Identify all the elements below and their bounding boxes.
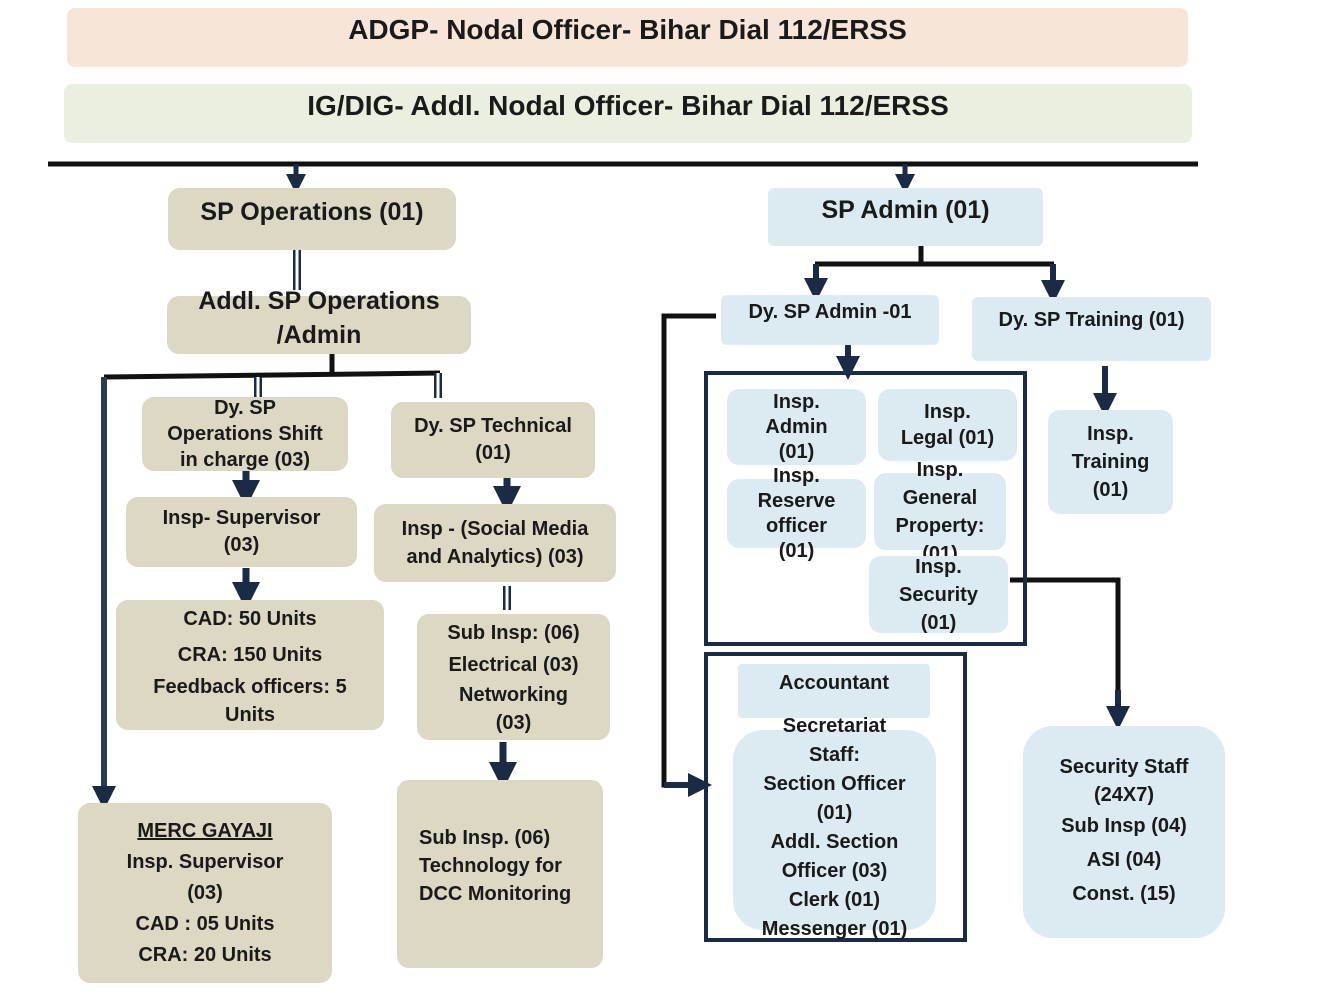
banner-adgp-text: ADGP- Nodal Officer- Bihar Dial 112/ERSS xyxy=(348,14,907,45)
banner-adgp: ADGP- Nodal Officer- Bihar Dial 112/ERSS xyxy=(67,8,1188,67)
insp-security-line2: Security xyxy=(899,583,978,606)
insp-reserve-line4: (01) xyxy=(778,539,815,562)
secretariat-line2: Staff: xyxy=(808,744,861,766)
insp-legal-line1: Insp. xyxy=(924,401,971,423)
accountant-label: Accountant xyxy=(779,672,889,694)
security-staff-line5: Const. (15) xyxy=(1072,883,1176,905)
dysp-shift-line3: in charge (03) xyxy=(179,449,311,471)
dysp-shift-line1: Dy. SP xyxy=(214,397,276,419)
insp-general-line2: General xyxy=(902,486,978,509)
box-accountant: Accountant xyxy=(738,664,930,718)
insp-training-line2: Training xyxy=(1071,451,1150,473)
dysp-technical-line2: (01) xyxy=(475,442,511,464)
insp-supervisor-line2: (03) xyxy=(223,534,260,556)
dysp-admin-label: Dy. SP Admin -01 xyxy=(748,301,912,323)
sub-insp-tech-line1: Sub Insp. (06) xyxy=(419,827,551,849)
sub-insp-elec-line2: Electrical (03) xyxy=(448,654,579,676)
units-feedback-units: Units xyxy=(225,704,275,726)
insp-security-line1: Insp. xyxy=(915,555,962,578)
sp-admin-label: SP Admin (01) xyxy=(821,196,990,224)
secretariat-line3: Section Officer xyxy=(763,773,906,795)
insp-social-line2: and Analytics) (03) xyxy=(406,546,584,568)
box-dysp-training: Dy. SP Training (01) xyxy=(972,297,1211,361)
box-insp-admin: Insp. Admin (01) xyxy=(727,389,866,465)
insp-reserve-line1: Insp. xyxy=(773,464,820,487)
addl-sp-line1: Addl. SP Operations xyxy=(198,287,440,315)
dysp-training-label: Dy. SP Training (01) xyxy=(998,309,1185,331)
security-staff-line3: Sub Insp (04) xyxy=(1061,815,1187,837)
secretariat-line1: Secretariat xyxy=(782,715,887,737)
sub-insp-elec-line1: Sub Insp: (06) xyxy=(447,622,580,644)
units-cra: CRA: 150 Units xyxy=(177,644,323,666)
merc-line4: CRA: 20 Units xyxy=(138,943,272,966)
box-insp-general-property: Insp. General Property: (01) xyxy=(874,459,1006,565)
box-dysp-shift: Dy. SP Operations Shift in charge (03) xyxy=(142,397,348,471)
insp-legal-line2: Legal (01) xyxy=(900,427,995,449)
security-staff-line4: ASI (04) xyxy=(1086,849,1162,871)
box-dysp-admin: Dy. SP Admin -01 xyxy=(721,295,939,345)
secretariat-line8: Messenger (01) xyxy=(761,918,908,940)
addl-sp-line2: /Admin xyxy=(276,321,362,349)
sub-insp-elec-line3: Networking xyxy=(459,684,568,706)
secretariat-line4: (01) xyxy=(816,802,853,824)
frame-staff xyxy=(704,652,967,942)
security-staff-line2: (24X7) xyxy=(1093,784,1155,806)
box-sub-insp-electrical: Sub Insp: (06) Electrical (03) Networkin… xyxy=(417,614,610,740)
box-insp-training: Insp. Training (01) xyxy=(1048,410,1173,514)
merc-line2: (03) xyxy=(187,881,223,904)
box-insp-legal: Insp. Legal (01) xyxy=(878,389,1017,461)
box-insp-supervisor: Insp- Supervisor (03) xyxy=(126,497,357,567)
insp-admin-line2: Admin xyxy=(765,415,828,438)
merc-line1: Insp. Supervisor xyxy=(126,850,284,873)
sub-insp-tech-line3: DCC Monitoring xyxy=(419,883,572,905)
box-security-staff: Security Staff (24X7) Sub Insp (04) ASI … xyxy=(1023,726,1225,938)
box-insp-security: Insp. Security (01) xyxy=(869,555,1008,634)
box-insp-social-media: Insp - (Social Media and Analytics) (03) xyxy=(374,504,616,582)
insp-social-line1: Insp - (Social Media xyxy=(401,518,589,540)
banner-igdig-text: IG/DIG- Addl. Nodal Officer- Bihar Dial … xyxy=(307,90,949,121)
frame-inspectors xyxy=(704,371,1027,646)
insp-general-line1: Insp. xyxy=(916,458,964,481)
merc-line3: CAD : 05 Units xyxy=(135,912,275,935)
box-merc-gayaji: MERC GAYAJI Insp. Supervisor (03) CAD : … xyxy=(78,803,332,983)
insp-admin-line3: (01) xyxy=(778,440,815,463)
insp-supervisor-line1: Insp- Supervisor xyxy=(162,507,321,529)
box-dysp-technical: Dy. SP Technical (01) xyxy=(391,402,595,478)
secretariat-line6: Officer (03) xyxy=(781,860,888,882)
box-sp-operations: SP Operations (01) xyxy=(168,188,456,250)
box-secretariat: Secretariat Staff: Section Officer (01) … xyxy=(733,715,936,940)
insp-admin-line1: Insp. xyxy=(773,390,820,413)
box-sp-admin: SP Admin (01) xyxy=(768,188,1043,246)
dysp-shift-line2: Operations Shift xyxy=(167,423,323,445)
secretariat-line5: Addl. Section xyxy=(770,831,899,853)
insp-security-line3: (01) xyxy=(920,611,957,634)
merc-title: MERC GAYAJI xyxy=(137,819,273,842)
insp-general-line3: Property: xyxy=(895,514,985,537)
banner-igdig: IG/DIG- Addl. Nodal Officer- Bihar Dial … xyxy=(64,84,1192,143)
security-staff-line1: Security Staff xyxy=(1059,756,1189,778)
units-feedback: Feedback officers: 5 xyxy=(153,676,347,698)
box-addl-sp: Addl. SP Operations /Admin xyxy=(167,287,471,354)
sub-insp-tech-line2: Technology for xyxy=(419,855,562,877)
dysp-technical-line1: Dy. SP Technical xyxy=(414,415,572,437)
box-insp-reserve: Insp. Reserve officer (01) xyxy=(727,465,866,562)
box-ops-units: CAD: 50 Units CRA: 150 Units Feedback of… xyxy=(116,600,384,730)
sub-insp-elec-line4: (03) xyxy=(495,712,532,734)
box-sub-insp-technology: Sub Insp. (06) Technology for DCC Monito… xyxy=(397,780,603,968)
insp-training-line3: (01) xyxy=(1092,479,1129,501)
secretariat-line7: Clerk (01) xyxy=(788,889,881,911)
insp-reserve-line2: Reserve xyxy=(757,489,836,512)
insp-training-line1: Insp. xyxy=(1087,423,1134,445)
units-cad: CAD: 50 Units xyxy=(183,608,317,630)
sp-operations-label: SP Operations (01) xyxy=(200,198,424,226)
insp-reserve-line3: officer xyxy=(765,514,828,537)
